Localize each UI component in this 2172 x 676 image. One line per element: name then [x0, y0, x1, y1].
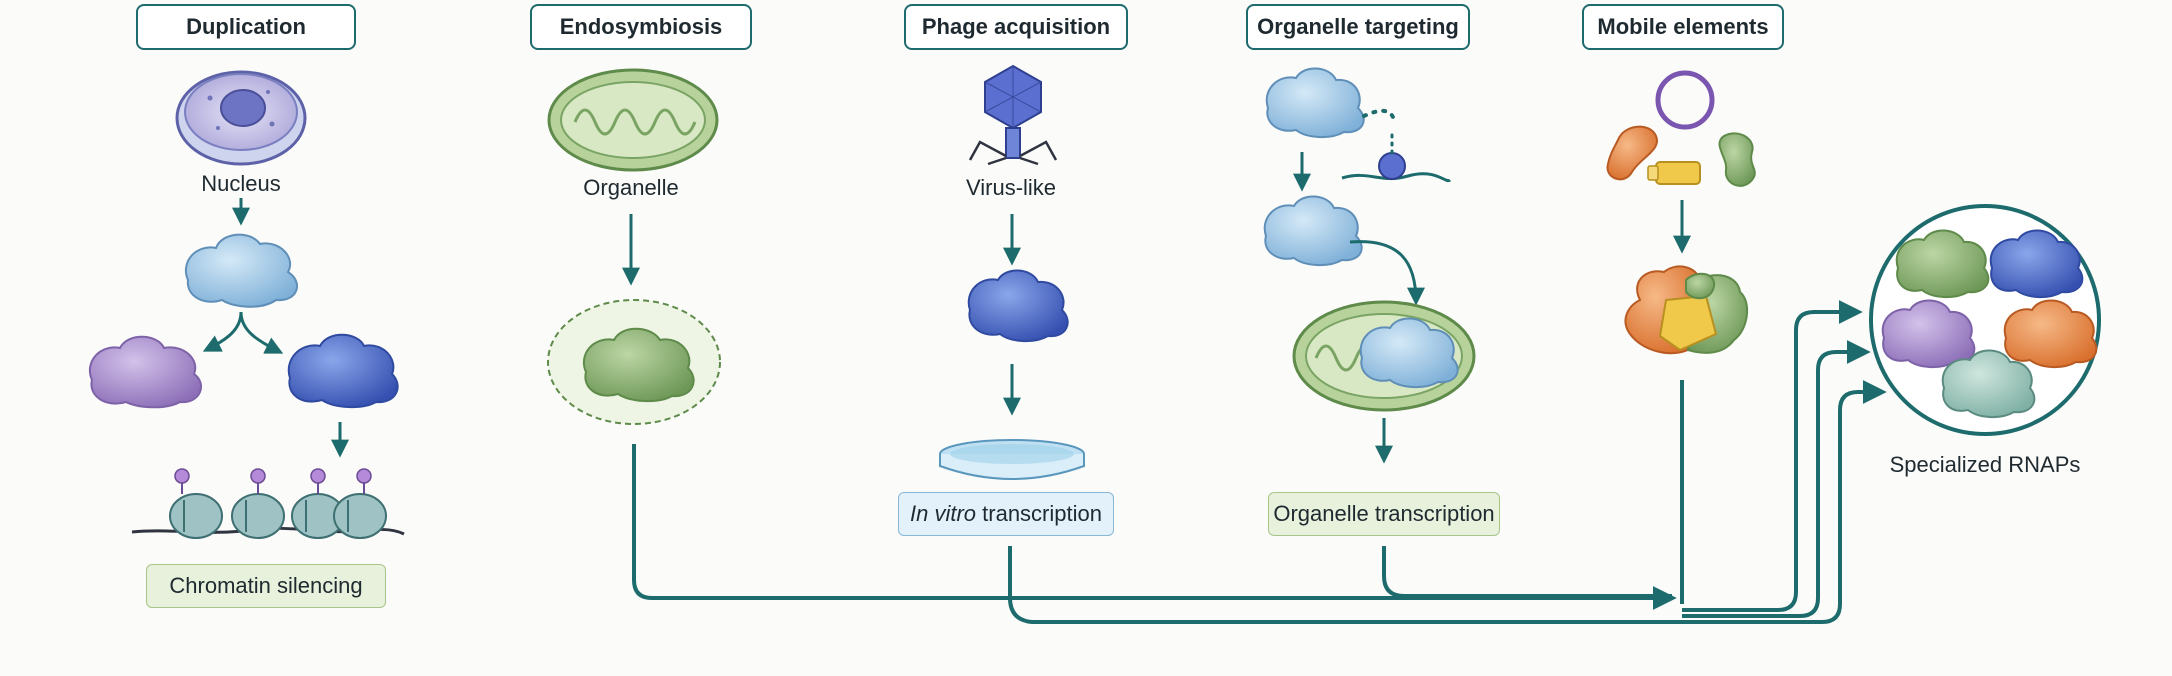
flow-phage — [1008, 546, 1682, 624]
specialized-rnaps-circle — [1869, 204, 2101, 436]
chromatin-nucleosomes-icon — [131, 468, 405, 539]
rnap-blob-purple — [89, 335, 202, 409]
label-specialized-rnaps: Specialized RNAPs — [1889, 452, 2081, 477]
header-duplication: Duplication — [136, 4, 356, 50]
label-virus-like: Virus-like — [965, 175, 1057, 200]
box-chromatin-silencing: Chromatin silencing — [146, 564, 386, 608]
arrow-into-organelle — [1349, 240, 1425, 306]
header-organelle-targeting: Organelle targeting — [1246, 4, 1470, 50]
rnap-blob-targeting-2 — [1263, 195, 1363, 266]
nucleus-cell-icon — [175, 70, 307, 166]
plasmid-and-elements-icon — [1606, 70, 1756, 187]
arrow-split-right — [239, 311, 284, 354]
rnap-blob-chimeric — [1624, 265, 1749, 355]
box-in-vitro-transcription: In vitro transcription — [898, 492, 1114, 536]
bacteriophage-icon — [968, 64, 1058, 166]
signal-peptide-icon — [1341, 108, 1452, 183]
rnap-blob-dark-blue — [287, 333, 399, 408]
rnap-blob-phage — [967, 269, 1069, 342]
in-vitro-italic: In vitro — [910, 501, 977, 526]
flow-to-rnaps-3 — [1682, 380, 1887, 624]
rnap-blob-light-blue — [185, 233, 299, 308]
mitochondrion-icon — [547, 68, 719, 172]
flow-to-rnaps-2 — [1682, 340, 1871, 618]
rnap-blob-targeting-1 — [1265, 67, 1365, 138]
arrow-split-left — [202, 311, 243, 352]
flow-targeting — [1382, 546, 1672, 598]
label-organelle: Organelle — [583, 175, 679, 200]
header-mobile-elements: Mobile elements — [1582, 4, 1784, 50]
header-endosymbiosis: Endosymbiosis — [530, 4, 752, 50]
header-phage-acquisition: Phage acquisition — [904, 4, 1128, 50]
flow-to-rnaps-1 — [1682, 300, 1863, 612]
flow-endosymbiosis — [632, 444, 1677, 610]
in-vitro-rest: transcription — [976, 501, 1102, 526]
box-organelle-transcription: Organelle transcription — [1268, 492, 1500, 536]
mitochondrion-with-rnap-icon — [1292, 300, 1476, 412]
petri-dish-icon — [939, 439, 1085, 480]
organelle-encapsulated-rnap — [547, 299, 721, 425]
label-nucleus: Nucleus — [201, 171, 281, 196]
